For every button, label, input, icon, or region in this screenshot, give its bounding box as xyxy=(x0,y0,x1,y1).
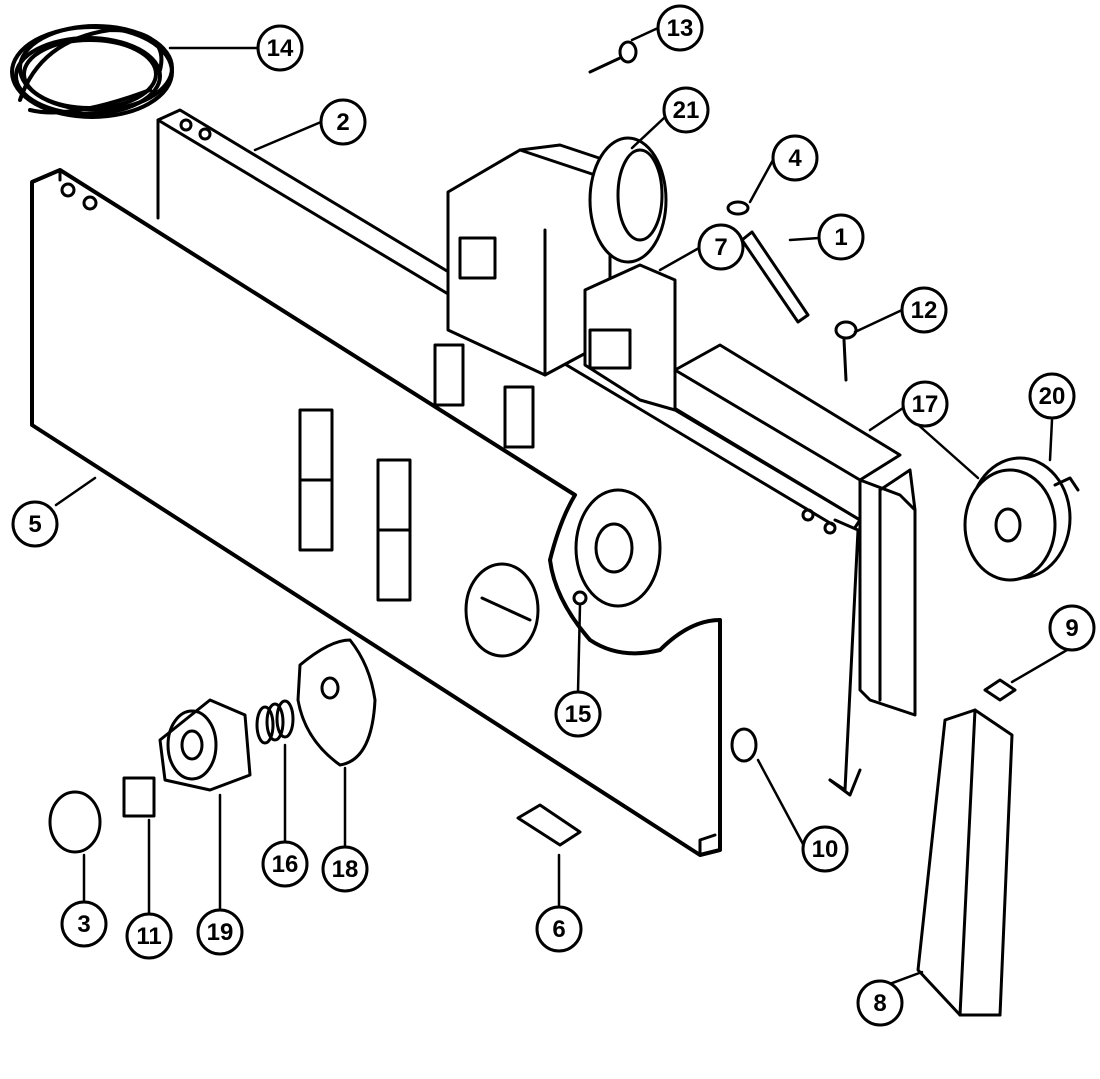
selector-switch-block xyxy=(583,263,677,412)
retaining-clip xyxy=(726,200,750,216)
callout-20-label: 20 xyxy=(1039,383,1066,410)
spring xyxy=(255,699,295,745)
timer-dial xyxy=(963,456,1080,582)
callout-15-label: 15 xyxy=(565,701,592,728)
callout-13-label: 13 xyxy=(667,15,694,42)
callout-18-label: 18 xyxy=(332,856,359,883)
callout-18: 18 xyxy=(321,845,369,893)
end-cap xyxy=(916,708,1014,1017)
callout-12-label: 12 xyxy=(911,297,938,324)
callout-21: 21 xyxy=(662,86,710,134)
callout-17: 17 xyxy=(901,380,949,428)
callout-8: 8 xyxy=(856,979,904,1027)
callout-1: 1 xyxy=(817,213,865,261)
callout-7-label: 7 xyxy=(714,234,727,261)
callout-5-label: 5 xyxy=(28,511,41,538)
callout-2-label: 2 xyxy=(336,109,349,136)
timer-motor-assembly xyxy=(446,136,668,377)
callout-17-label: 17 xyxy=(912,391,939,418)
shaft xyxy=(740,230,810,324)
callout-5: 5 xyxy=(11,500,59,548)
callout-21-label: 21 xyxy=(673,97,700,124)
callout-10: 10 xyxy=(801,825,849,873)
callout-16: 16 xyxy=(261,840,309,888)
callout-3: 3 xyxy=(60,900,108,948)
callout-3-label: 3 xyxy=(77,911,90,938)
screw xyxy=(834,320,858,382)
cam-disc xyxy=(296,638,377,767)
leader-lines xyxy=(54,26,1069,997)
clip-nut xyxy=(983,678,1017,702)
callout-16-label: 16 xyxy=(272,851,299,878)
callout-12: 12 xyxy=(900,286,948,334)
screw-long xyxy=(588,40,638,74)
front-control-panel xyxy=(30,168,722,857)
callout-9: 9 xyxy=(1048,604,1096,652)
terminal-block xyxy=(516,803,582,847)
callout-14: 14 xyxy=(256,24,304,72)
callout-6-label: 6 xyxy=(552,916,565,943)
callout-9-label: 9 xyxy=(1065,615,1078,642)
callout-7: 7 xyxy=(697,223,745,271)
control-knob xyxy=(158,698,252,792)
callout-20: 20 xyxy=(1028,372,1076,420)
callout-14-label: 14 xyxy=(267,35,294,62)
callout-2: 2 xyxy=(319,98,367,146)
knob-cap xyxy=(48,790,102,854)
callout-10-label: 10 xyxy=(812,836,839,863)
callout-19: 19 xyxy=(196,908,244,956)
callout-4: 4 xyxy=(771,134,819,182)
callout-19-label: 19 xyxy=(207,919,234,946)
callout-1-label: 1 xyxy=(834,224,847,251)
callout-6: 6 xyxy=(535,905,583,953)
wire-harness-coil xyxy=(10,24,174,119)
timer-dial-mount xyxy=(572,488,662,608)
callout-4-label: 4 xyxy=(788,145,802,172)
rear-housing-bracket xyxy=(673,343,917,717)
callout-11: 11 xyxy=(125,912,173,960)
callout-8-label: 8 xyxy=(873,990,886,1017)
callout-13: 13 xyxy=(656,4,704,52)
callout-15: 15 xyxy=(554,690,602,738)
knob-insert xyxy=(122,776,156,818)
grommet xyxy=(730,727,758,763)
callout-11-label: 11 xyxy=(136,923,161,950)
